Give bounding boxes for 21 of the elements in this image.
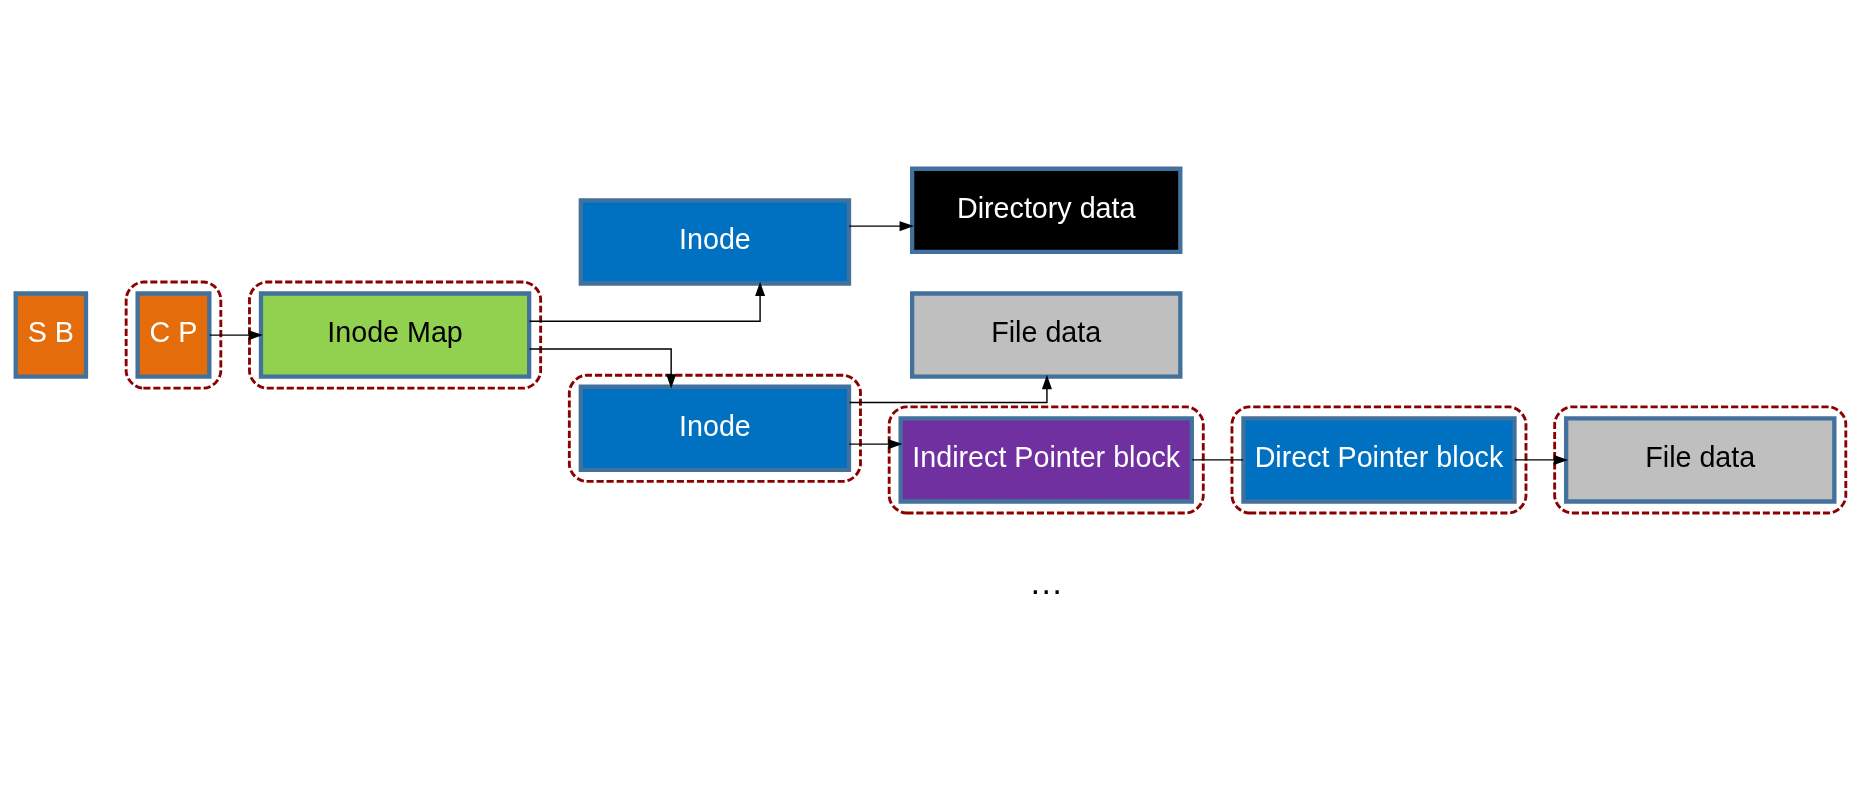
node-box: File data (1564, 416, 1837, 504)
connector (1191, 459, 1244, 461)
node-box: S B (13, 291, 89, 379)
node-box: Inode (578, 384, 852, 473)
node-box: C P (135, 291, 212, 379)
arrow (848, 221, 914, 232)
cluster (124, 280, 223, 390)
node-box: Direct Pointer block (1241, 416, 1517, 504)
arrow (848, 374, 1052, 404)
arrow (848, 439, 903, 450)
node-box: Directory data (909, 166, 1183, 255)
arrow (208, 330, 263, 341)
arrow (528, 281, 766, 322)
arrow (528, 348, 677, 389)
node-box: Inode Map (258, 291, 532, 379)
arrow (1514, 454, 1569, 465)
label: … (1029, 562, 1064, 601)
node-box: Indirect Pointer block (898, 416, 1194, 504)
node-box: File data (909, 291, 1183, 379)
node-box: Inode (578, 198, 852, 286)
cluster (1230, 405, 1528, 515)
